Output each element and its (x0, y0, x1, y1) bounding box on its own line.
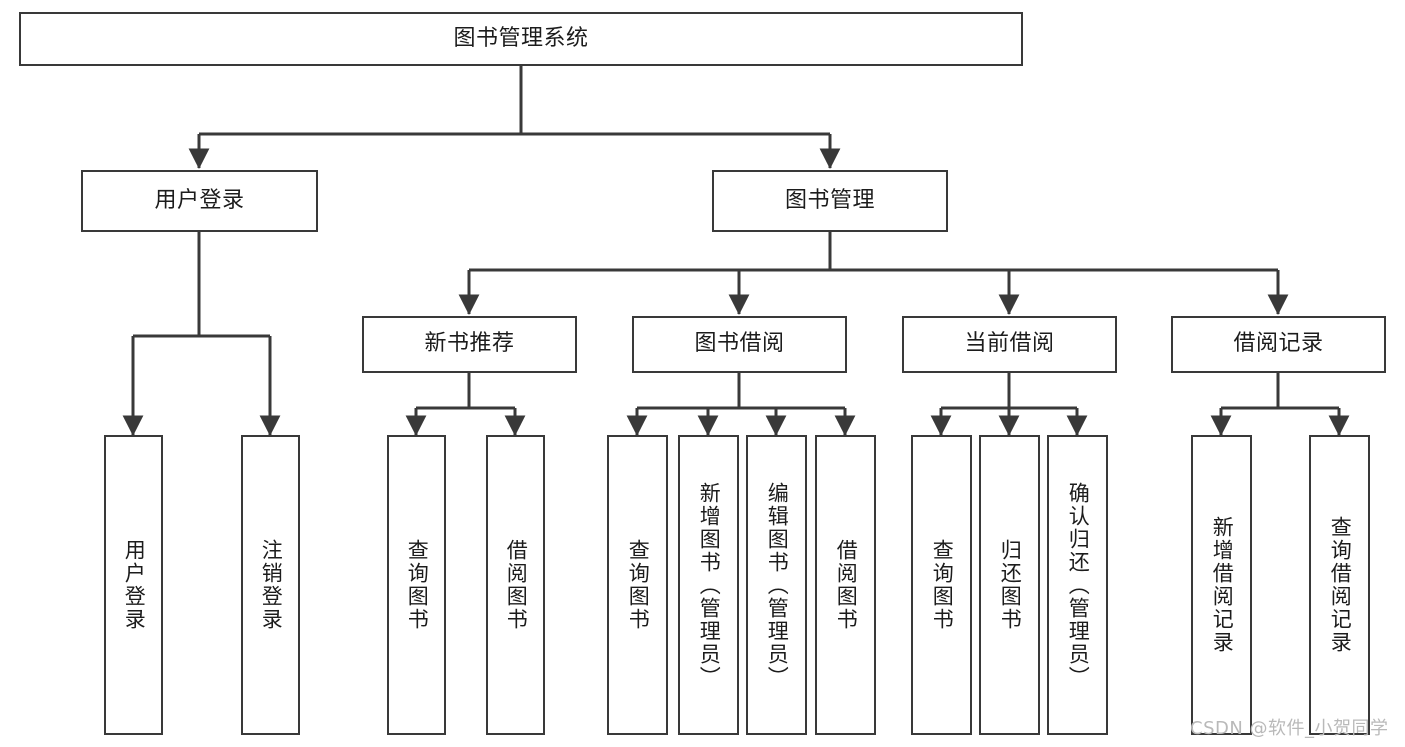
node-leaf-confirm-return-admin[interactable]: 确认归还（管理员） (1047, 435, 1108, 735)
node-user-login[interactable]: 用户登录 (81, 170, 318, 232)
node-label: 当前借阅 (964, 331, 1055, 357)
node-book-borrow[interactable]: 图书借阅 (632, 316, 847, 373)
node-leaf-search-borrow-record[interactable]: 查询借阅记录 (1309, 435, 1370, 735)
node-leaf-search-book-current[interactable]: 查询图书 (911, 435, 972, 735)
node-label: 新书推荐 (424, 331, 515, 357)
node-new-book-recommend[interactable]: 新书推荐 (362, 316, 577, 373)
node-label: 查询图书 (626, 539, 651, 631)
node-label: 图书借阅 (694, 331, 785, 357)
node-label: 新增图书（管理员） (697, 481, 722, 689)
node-leaf-borrow-book[interactable]: 借阅图书 (815, 435, 876, 735)
node-current-borrow[interactable]: 当前借阅 (902, 316, 1117, 373)
node-label: 新增借阅记录 (1210, 516, 1235, 654)
node-leaf-logout[interactable]: 注销登录 (241, 435, 300, 735)
node-label: 注销登录 (259, 539, 284, 631)
node-label: 用户登录 (154, 187, 245, 213)
node-borrow-records[interactable]: 借阅记录 (1171, 316, 1386, 373)
node-label: 查询图书 (930, 539, 955, 631)
node-leaf-return-book[interactable]: 归还图书 (979, 435, 1040, 735)
node-root-book-management-system[interactable]: 图书管理系统 (19, 12, 1023, 66)
node-leaf-user-login[interactable]: 用户登录 (104, 435, 163, 735)
node-leaf-search-book-borrow[interactable]: 查询图书 (607, 435, 668, 735)
node-label: 借阅记录 (1233, 331, 1324, 357)
node-label: 借阅图书 (504, 539, 529, 631)
node-label: 查询借阅记录 (1328, 516, 1353, 654)
node-leaf-borrow-book-recommend[interactable]: 借阅图书 (486, 435, 545, 735)
node-label: 图书管理系统 (453, 25, 589, 51)
node-leaf-add-borrow-record[interactable]: 新增借阅记录 (1191, 435, 1252, 735)
node-label: 借阅图书 (834, 539, 859, 631)
node-leaf-edit-book-admin[interactable]: 编辑图书（管理员） (746, 435, 807, 735)
csdn-watermark: CSDN @软件_小贺同学 (1190, 718, 1389, 739)
node-label: 归还图书 (998, 539, 1023, 631)
node-label: 图书管理 (784, 187, 875, 213)
node-label: 编辑图书（管理员） (765, 481, 790, 689)
node-leaf-search-book-recommend[interactable]: 查询图书 (387, 435, 446, 735)
node-label: 用户登录 (122, 539, 147, 631)
node-label: 确认归还（管理员） (1066, 481, 1091, 689)
node-label: 查询图书 (405, 539, 430, 631)
node-leaf-add-book-admin[interactable]: 新增图书（管理员） (678, 435, 739, 735)
node-book-management[interactable]: 图书管理 (712, 170, 948, 232)
